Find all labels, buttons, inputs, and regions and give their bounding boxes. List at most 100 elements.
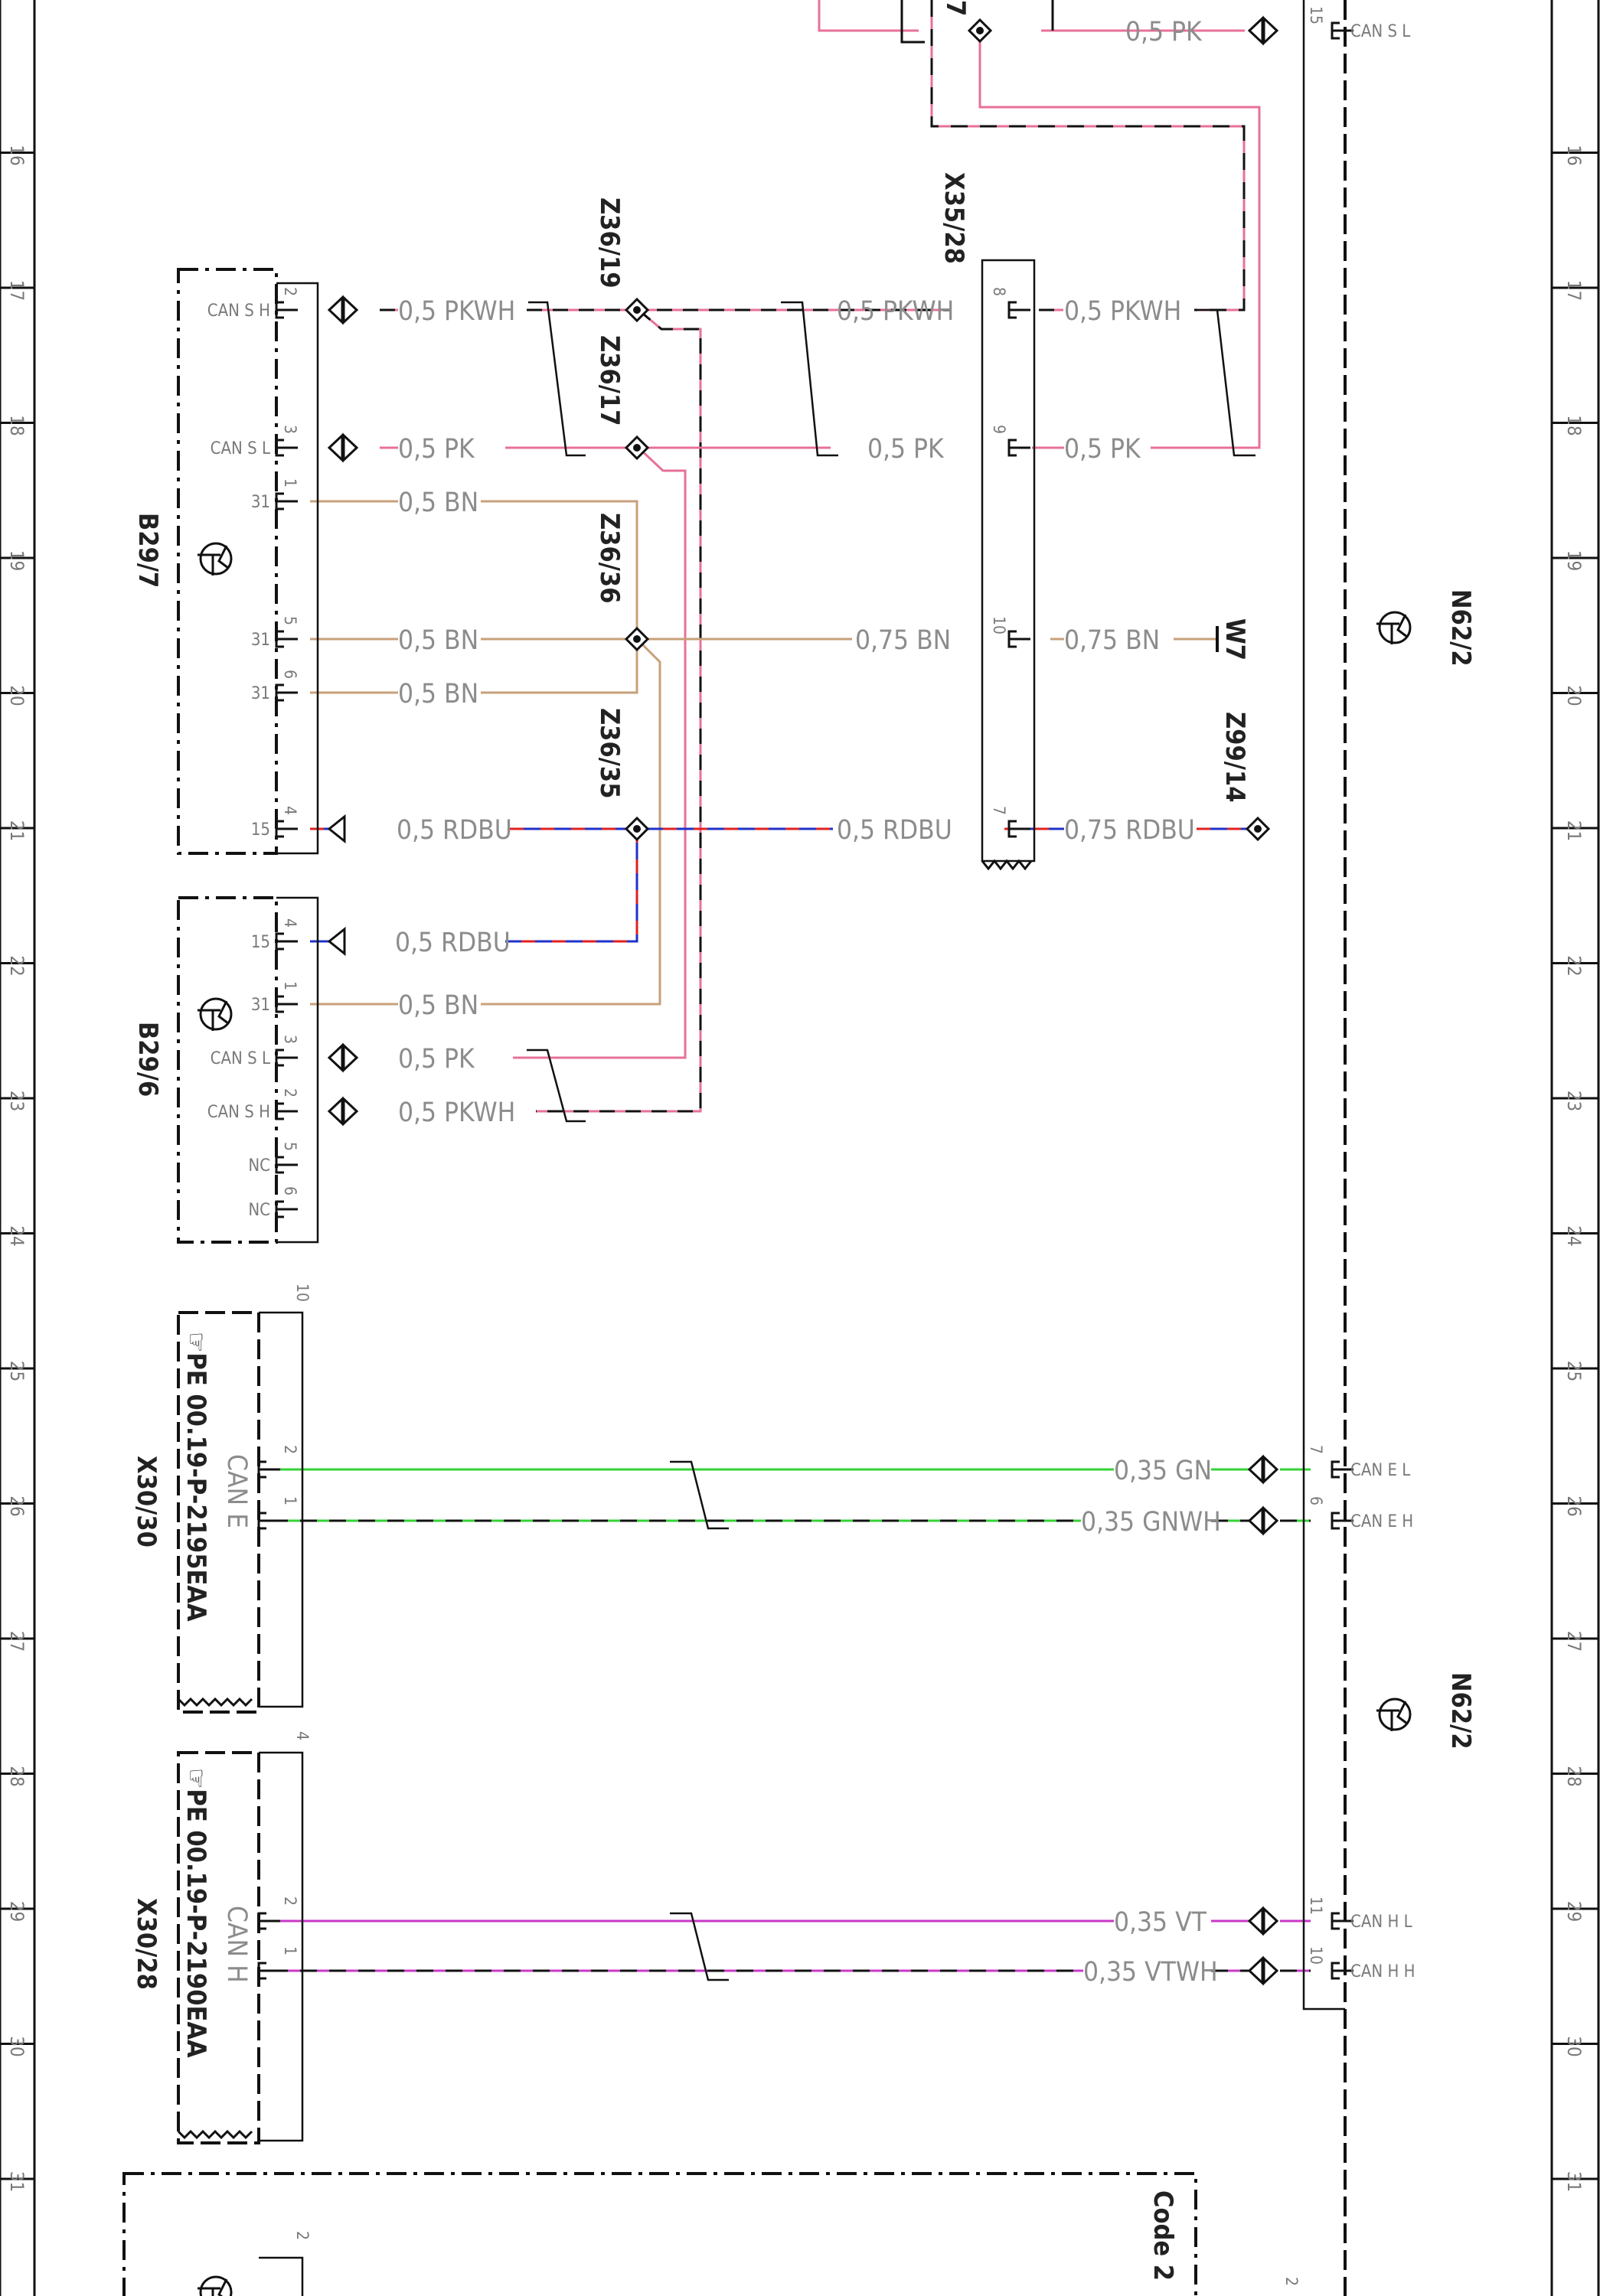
grid-row-label-right: 16 — [1563, 145, 1585, 165]
n62-2-pin-name: CAN S L — [1350, 22, 1410, 41]
label-mid-rdbu: 0,5 RDBU — [837, 815, 952, 846]
grid-row-label-left: 26 — [6, 1495, 28, 1516]
b29-7-pin-name: CAN S H — [207, 302, 270, 321]
n62-2-pin-number: 10 — [1307, 1946, 1325, 1965]
grid-row-label-left: 16 — [6, 145, 28, 165]
b29-7-pin-name: 15 — [251, 820, 270, 840]
pin-mark — [275, 995, 298, 1013]
label-cane-gn: 0,35 GN — [1114, 1456, 1212, 1486]
grid-row-label-right: 28 — [1563, 1766, 1585, 1786]
x35-28-pin-number: 7 — [990, 806, 1008, 815]
n62-2-bottom-partial: 2 — [1282, 2277, 1301, 2286]
ref-z36-19: Z36/19 — [594, 197, 625, 289]
wire-can-s-l — [380, 446, 1064, 1059]
gear-symbols — [196, 542, 1412, 2296]
grid-row-label-left: 18 — [6, 415, 28, 435]
grid-row-label-right: 27 — [1563, 1631, 1585, 1652]
grid-row-label-left: 30 — [6, 2036, 28, 2056]
grid-row-label-left: 22 — [6, 955, 28, 976]
ref-n62-2-bottom: N62/2 — [1445, 1672, 1476, 1750]
grid-row-label-left: 21 — [6, 820, 28, 841]
grid-row-label-right: 24 — [1563, 1225, 1585, 1246]
grid-row-label-left: 29 — [6, 1901, 28, 1922]
label-b6-pk: 0,5 PK — [398, 1044, 475, 1075]
pin-mark — [257, 1512, 280, 1530]
n62-2-pin-name: CAN H H — [1350, 1962, 1416, 1981]
b29-6-pin-name: NC — [248, 1201, 270, 1220]
x30-28-bus-label: CAN H — [221, 1906, 252, 1983]
x35-28-box — [981, 259, 1036, 863]
x30-30-pin-number: 1 — [281, 1496, 299, 1505]
ref-b29-6: B29/6 — [132, 1022, 163, 1097]
pin-mark — [1331, 1512, 1353, 1530]
x30-28-pin-count: 4 — [293, 1731, 312, 1740]
pin-mark — [275, 1156, 298, 1174]
ref-z99-14: Z99/14 — [1220, 712, 1250, 803]
b29-6-pin-name: NC — [248, 1156, 270, 1176]
x30-30-reference-link[interactable]: ☞PE 00.19-P-2195EAA — [181, 1332, 211, 1622]
pin-mark — [275, 932, 298, 951]
b29-7-pin-strip — [276, 282, 319, 855]
pin-mark — [1331, 1962, 1353, 1980]
label-mid-pk: 0,5 PK — [867, 434, 945, 465]
x35-28-pin-number: 10 — [990, 616, 1008, 634]
ref-w7: W7 — [1220, 618, 1250, 660]
x30-28-pin-number: 1 — [281, 1946, 299, 1955]
grid-row-label-left: 20 — [6, 685, 28, 706]
label-right-pk: 0,5 PK — [1064, 434, 1141, 465]
n62-2-pin-number: 15 — [1307, 6, 1325, 24]
b29-7-pin-name: 31 — [251, 684, 270, 703]
label-canh-vtwh: 0,35 VTWH — [1083, 1957, 1218, 1988]
break-mark-x30-28 — [177, 2129, 253, 2140]
splices — [625, 18, 1270, 841]
label-mid-pkwh: 0,5 PKWH — [837, 296, 954, 327]
grid-row-label-right: 26 — [1563, 1495, 1585, 1516]
x30-28-box — [177, 1751, 260, 2144]
label-right-rdbu: 0,75 RDBU — [1064, 815, 1195, 846]
pin-mark — [275, 492, 298, 510]
ref-z36-17: Z36/17 — [594, 335, 625, 426]
label-b7-rdbu: 0,5 RDBU — [397, 815, 512, 846]
twist-markers — [527, 301, 1256, 1981]
label-b6-rdbu: 0,5 RDBU — [395, 928, 511, 958]
grid-row-label-left: 27 — [6, 1631, 28, 1652]
b29-6-box — [177, 896, 278, 1244]
n62-2-pin-name: CAN H L — [1350, 1913, 1412, 1932]
grid-row-label-right: 19 — [1563, 550, 1585, 571]
b29-6-pin-number: 4 — [281, 918, 299, 928]
label-right-pkwh: 0,5 PKWH — [1064, 296, 1181, 327]
grid-ticks — [0, 152, 1598, 2180]
n62-2-pin-name: CAN E H — [1350, 1512, 1413, 1531]
grid-row-label-right: 31 — [1563, 2171, 1585, 2192]
pin-mark — [1331, 1460, 1353, 1479]
pin-mark — [257, 1460, 280, 1479]
pin-mark — [275, 439, 298, 457]
n62-2-pin-name: CAN E L — [1350, 1461, 1410, 1480]
wire-can-s-h — [380, 308, 1063, 1113]
grid-row-label-right: 22 — [1563, 955, 1585, 976]
b29-6-pin-number: 1 — [281, 981, 299, 990]
label-b7-bn1: 0,5 BN — [398, 488, 478, 518]
ref-z36-35: Z36/35 — [594, 708, 625, 799]
grid-row-label-left: 19 — [6, 550, 28, 571]
grid-row-label-right: 30 — [1563, 2036, 1585, 2056]
label-mid-bn: 0,75 BN — [855, 625, 951, 656]
n62-2-pin-number: 7 — [1307, 1445, 1325, 1454]
ref-x30-30: X30/30 — [131, 1456, 162, 1548]
x30-28-reference-link[interactable]: ☞PE 00.19-P-2190EAA — [181, 1768, 211, 2058]
pin-mark — [1331, 21, 1353, 40]
n62-2-pin-strip — [1302, 0, 1345, 2011]
grid-row-label-right: 18 — [1563, 415, 1585, 435]
bottom-box-pin-count: 2 — [293, 2231, 312, 2240]
b29-6-pin-name: CAN S L — [211, 1049, 270, 1068]
b29-6-pin-number: 5 — [281, 1142, 299, 1151]
b29-7-pin-name: 31 — [251, 493, 270, 512]
break-mark-x30-30 — [177, 1697, 253, 1707]
b29-7-pin-number: 6 — [281, 670, 299, 679]
n62-2-pin-number: 6 — [1307, 1496, 1325, 1505]
label-b7-bn6: 0,5 BN — [398, 679, 478, 709]
label-b7-pk: 0,5 PK — [398, 434, 475, 465]
pin-mark — [257, 1962, 280, 1980]
